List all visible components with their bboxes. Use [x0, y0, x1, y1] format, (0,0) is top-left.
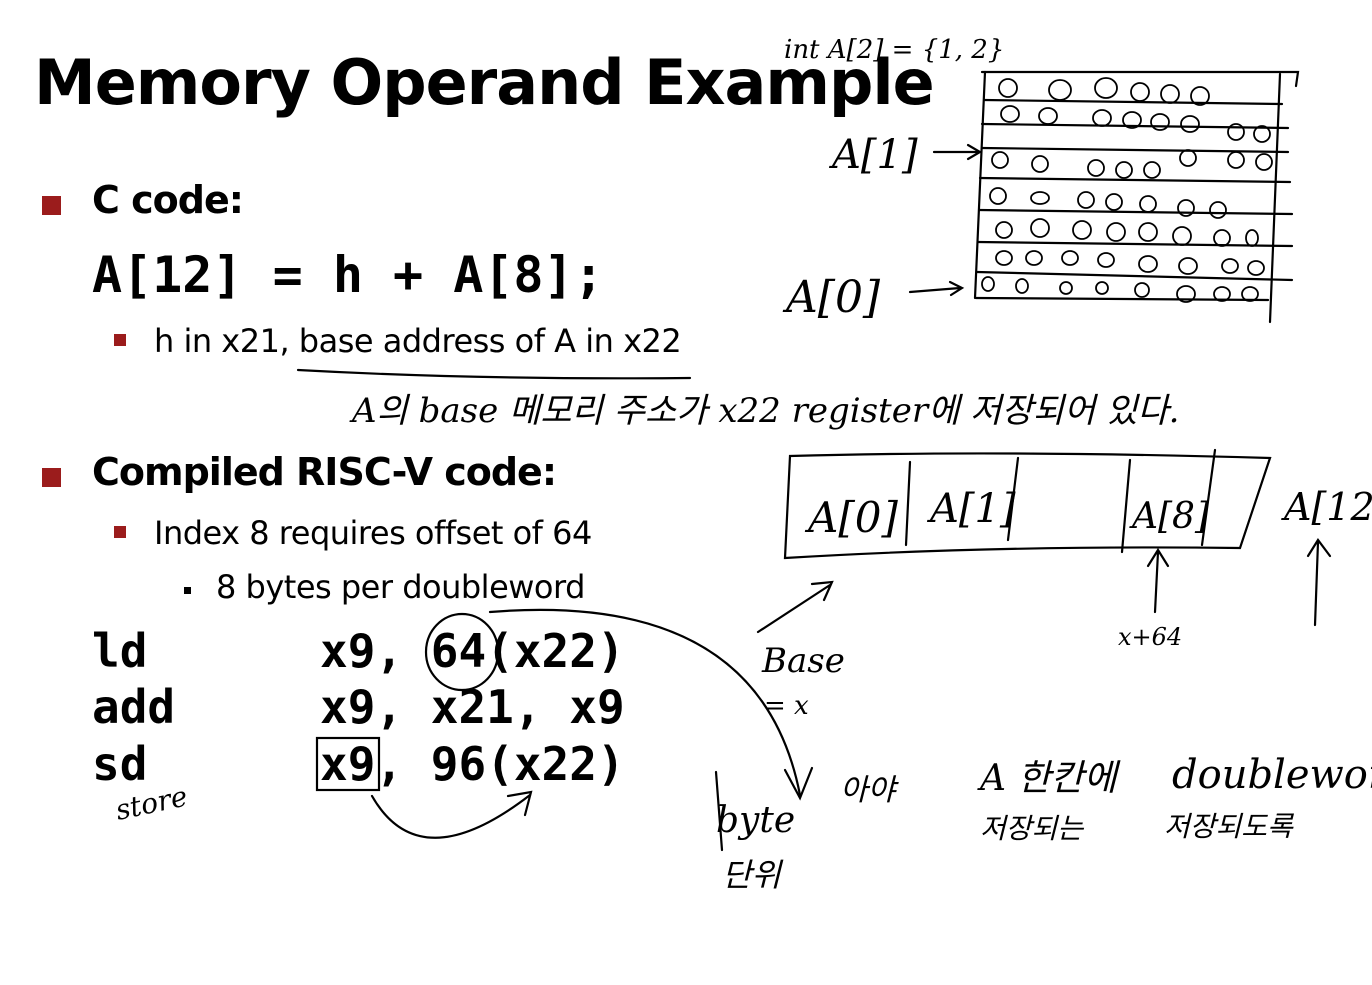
offset-note: Index 8 requires offset of 64 — [154, 514, 592, 552]
grid-line — [978, 176, 1292, 184]
grid-label-a1: A[1] — [828, 132, 918, 178]
grid-line — [975, 270, 1294, 282]
bytes-note: 8 bytes per doubleword — [216, 568, 585, 606]
arrow-a1 — [932, 143, 983, 161]
section-heading-riscv: Compiled RISC-V code: — [92, 450, 557, 494]
store-label: store — [113, 780, 191, 827]
code-args-sd: x9, 96(x22) — [320, 737, 625, 791]
memory-bar — [783, 452, 1272, 560]
arrow-a0 — [908, 280, 965, 297]
grid-line — [1268, 72, 1282, 324]
bullet-marker — [42, 196, 61, 215]
memory-cell-a12: A[12] — [1281, 485, 1372, 529]
arrow-offset — [1146, 547, 1170, 614]
arrow-curve — [370, 793, 532, 839]
memory-divider — [1006, 456, 1020, 542]
bullet-marker — [114, 334, 126, 346]
arrow-head — [506, 790, 533, 817]
box-x9 — [315, 736, 381, 792]
code-args-add: x9, x21, x9 — [320, 680, 625, 734]
c-statement: A[12] = h + A[8]; — [92, 246, 604, 304]
cell-note-line1: A 한칸에 — [977, 758, 1121, 799]
code-op-add: add — [92, 680, 176, 734]
code-op-ld: ld — [92, 624, 148, 678]
memory-cell-a1: A[1] — [926, 486, 1016, 532]
grid-line — [973, 70, 987, 300]
bullet-marker — [184, 587, 191, 594]
circle-64 — [424, 612, 500, 692]
array-declaration: int A[2] = {1, 2} — [784, 35, 1004, 65]
code-args-ld: x9, 64(x22) — [320, 624, 625, 678]
doubleword-note-line2: 저장되도록 — [1164, 810, 1295, 843]
register-note: h in x21, base address of A in x22 — [154, 322, 682, 360]
korean-base-note: A의 base 메모리 주소가 x22 register에 저장되어 있다. — [349, 391, 1179, 431]
arrow-base — [756, 580, 834, 634]
slide-title: Memory Operand Example — [34, 46, 935, 119]
doubleword-note-line1: doubleword — [1172, 752, 1372, 798]
aya-label: 아야 — [840, 773, 900, 808]
grid-line — [982, 98, 1284, 106]
memory-divider — [1120, 458, 1132, 554]
bullet-marker — [114, 526, 126, 538]
code-op-sd: sd — [92, 737, 148, 791]
grid-line — [980, 70, 1300, 88]
grid-line — [980, 146, 1290, 154]
cell-note-line2: 저장되는 — [980, 812, 1084, 845]
memory-cell-a0: A[0] — [804, 493, 898, 542]
base-equals-label: = x — [764, 691, 809, 721]
grid-line — [976, 240, 1294, 248]
bullet-marker — [42, 468, 61, 487]
memory-divider — [904, 460, 912, 547]
grid-line — [974, 296, 1270, 302]
offset-label: x+64 — [1118, 623, 1182, 651]
byte-stroke — [714, 770, 724, 852]
base-label: Base — [761, 641, 845, 681]
grid-line — [977, 208, 1294, 216]
byte-label: byte — [716, 800, 795, 841]
memory-cell-a8: A[8] — [1129, 496, 1210, 537]
section-heading-c-code: C code: — [92, 178, 244, 222]
byte-unit-label: 단위 — [722, 856, 783, 894]
grid-label-a0: A[0] — [782, 272, 881, 323]
grid-line — [980, 122, 1290, 130]
arrow-head — [783, 766, 814, 801]
memory-divider — [1200, 448, 1217, 547]
underline-stroke — [296, 368, 692, 380]
arrow-curve — [488, 608, 802, 797]
arrow-a12 — [1306, 538, 1332, 627]
